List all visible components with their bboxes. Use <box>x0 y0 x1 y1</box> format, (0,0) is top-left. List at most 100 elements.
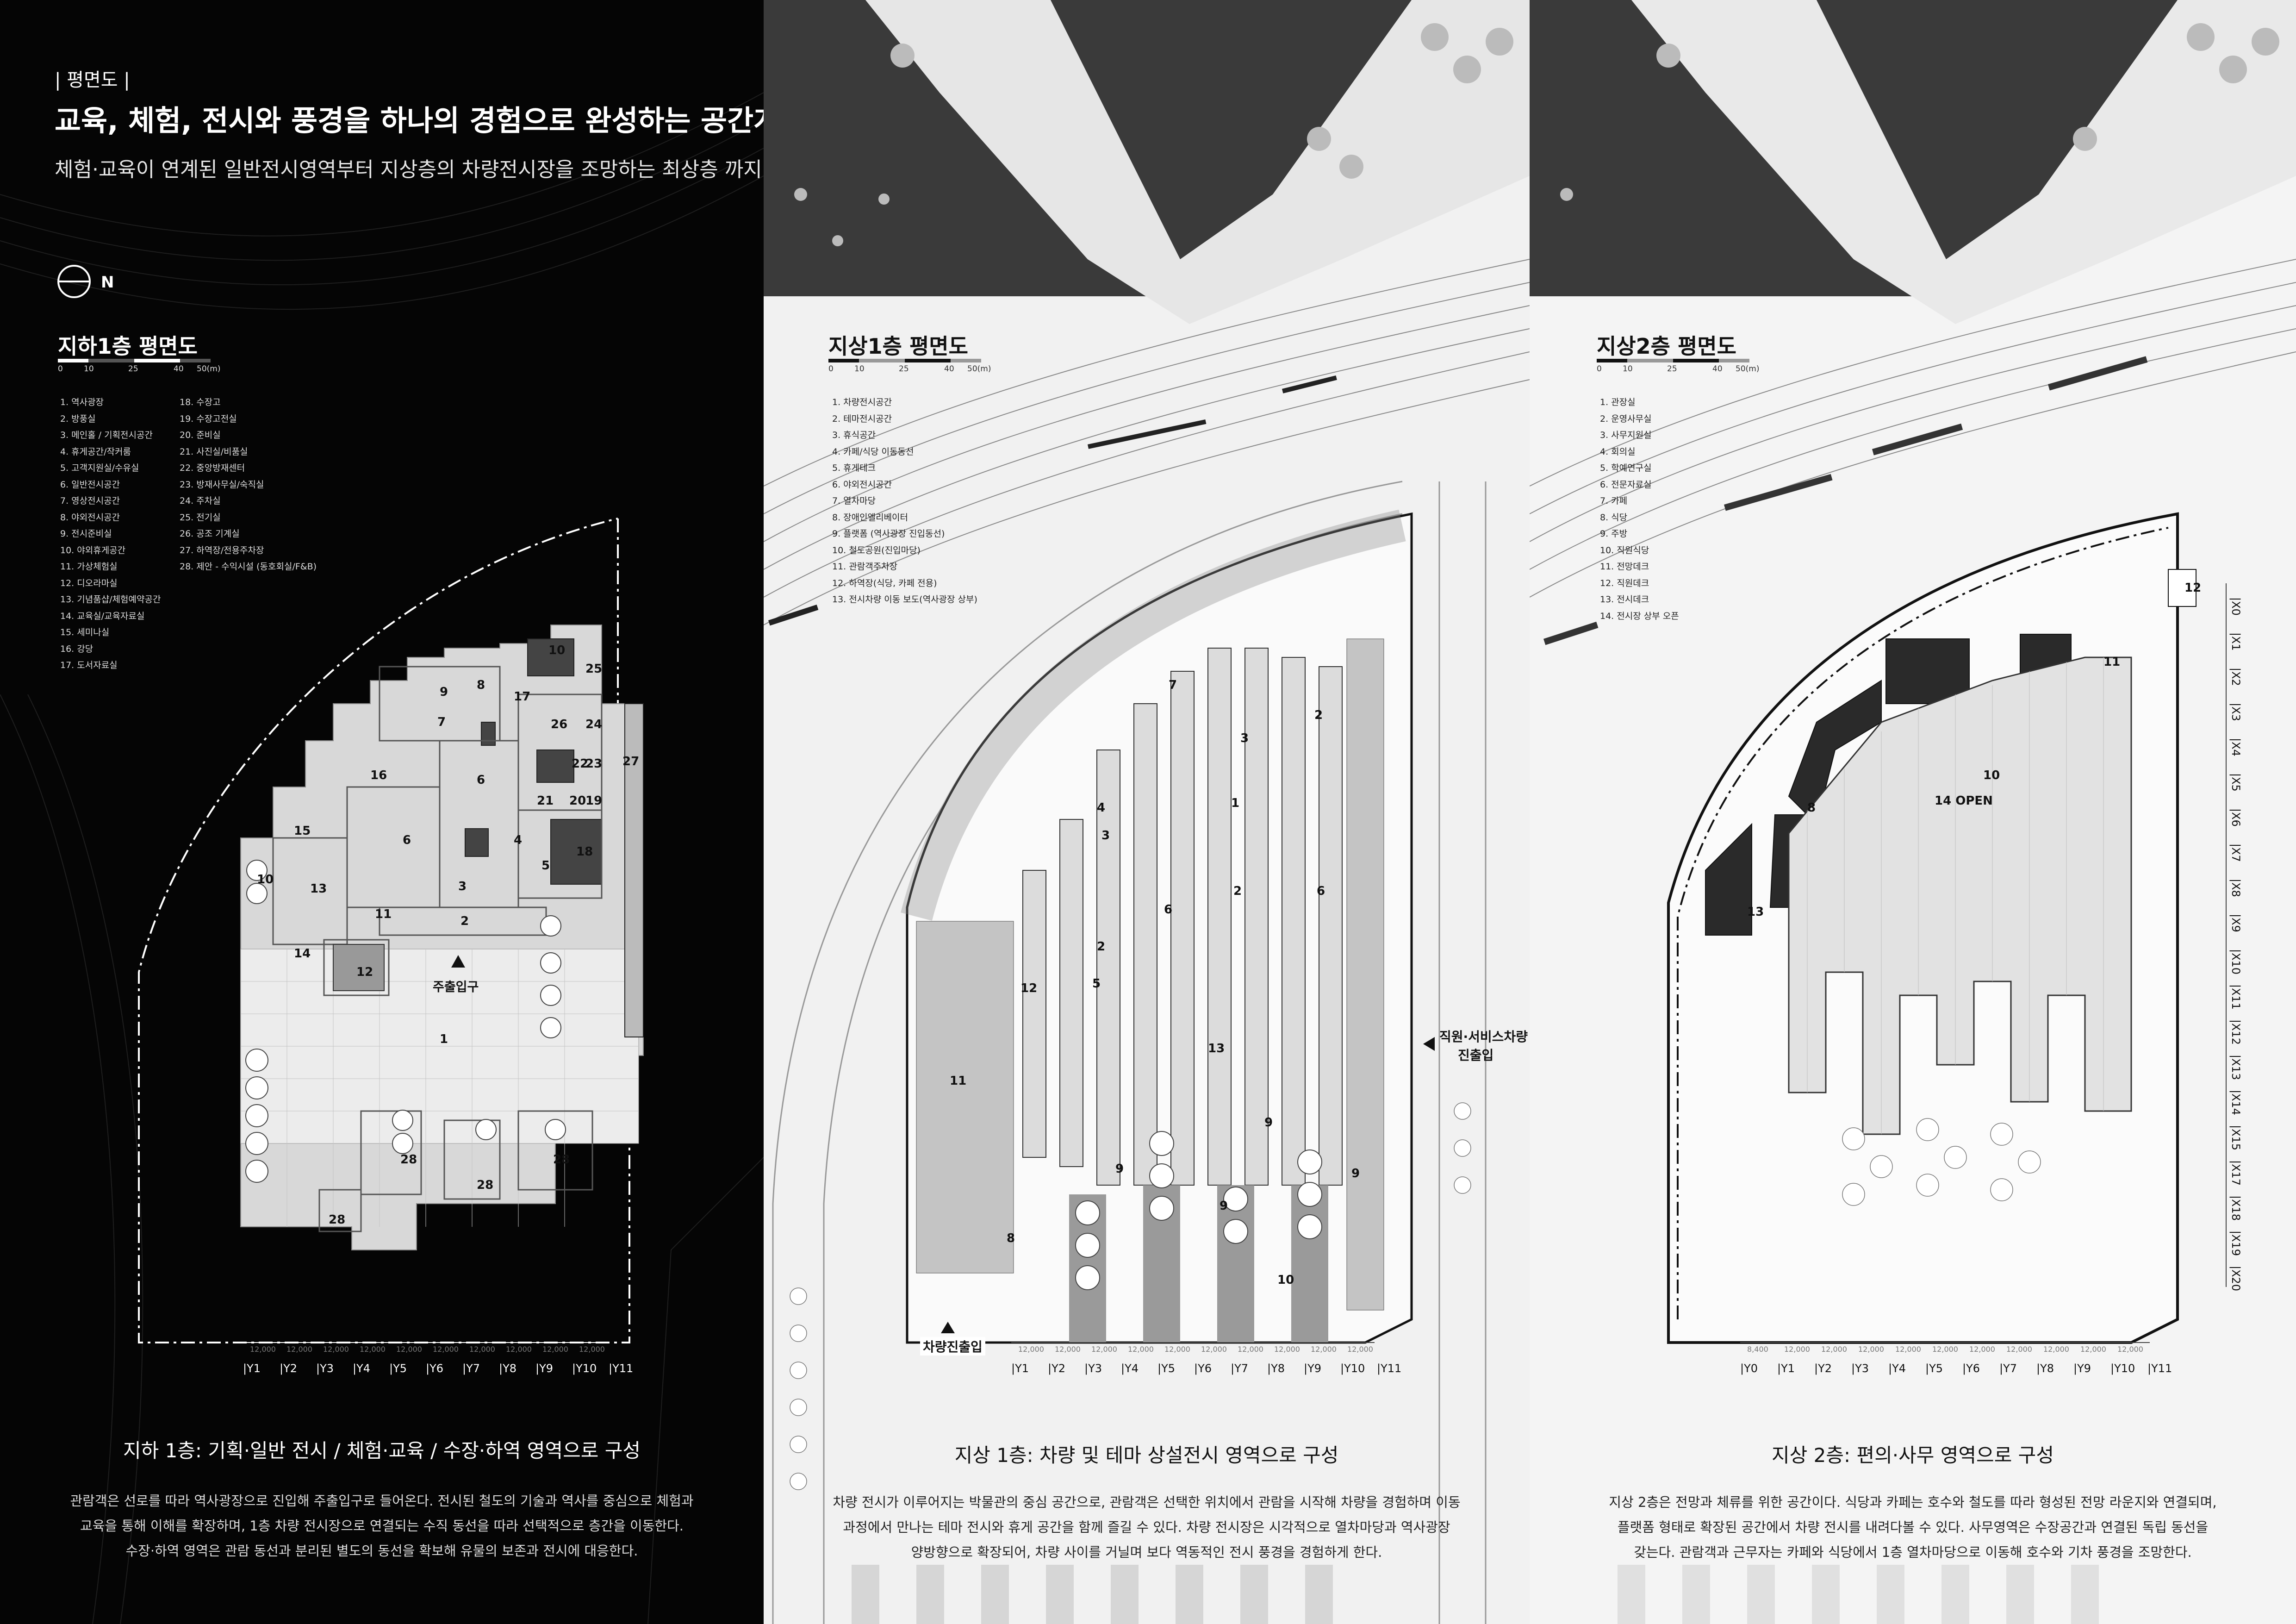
grid-axis-label: |Y0 <box>1740 1362 1758 1375</box>
legend-item: 5. 고객지원실/수유실 <box>60 463 139 473</box>
legend-item: 17. 도서자료실 <box>60 660 118 670</box>
legend-item: 11. 관람객주차장 <box>832 562 898 572</box>
grid-axis-label: |Y3 <box>1084 1362 1102 1375</box>
grid-dimension: 12,000 <box>1128 1345 1154 1354</box>
room-number-label: 1 <box>1231 796 1240 810</box>
grid-axis-label: |X14 <box>2229 1090 2242 1116</box>
room-number-label: 14 OPEN <box>1935 794 1993 808</box>
grid-dimension: 12,000 <box>1201 1345 1227 1354</box>
room-number-label: 19 <box>585 794 603 808</box>
grid-dimension: 12,000 <box>433 1345 459 1354</box>
grid-dimension: 12,000 <box>542 1345 568 1354</box>
legend-item: 13. 전시차량 이동 보도(역사광장 상부) <box>832 594 977 605</box>
legend-item: 10. 야외휴게공간 <box>60 545 126 556</box>
room-number-label: 13 <box>1208 1042 1225 1056</box>
grid-axis-label: |X5 <box>2229 773 2242 792</box>
legend-item: 20. 준비실 <box>180 430 221 440</box>
room-number-label: 8 <box>1807 801 1816 815</box>
section-tag: | 평면도 | <box>55 69 130 91</box>
legend-item: 3. 사무지원실 <box>1600 430 1652 440</box>
legend-item: 4. 휴게공간/작커룸 <box>60 446 131 457</box>
vehicle-entrance-label: 차량진출입 <box>920 1337 985 1355</box>
description-line: 갖는다. 관람객과 근무자는 카페와 식당에서 1층 열차마당으로 이동해 호수… <box>1634 1544 2192 1560</box>
legend-item: 2. 운영사무실 <box>1600 413 1652 424</box>
legend-item: 24. 주차실 <box>180 496 221 506</box>
upper-plan-title: 지상2층 평면도 <box>1597 334 1736 359</box>
grid-axis-label: |Y6 <box>1194 1362 1212 1375</box>
grid-axis-label: |X10 <box>2229 949 2242 975</box>
grid-axis-label: |Y4 <box>1888 1362 1906 1375</box>
room-number-label: 3 <box>1101 829 1110 843</box>
room-number-label: 2 <box>460 914 469 928</box>
room-number-label: 20 <box>569 794 586 808</box>
room-number-label: 8 <box>1007 1231 1015 1245</box>
grid-axis-label: |X12 <box>2229 1019 2242 1045</box>
grid-axis-label: |X8 <box>2229 879 2242 897</box>
grid-dimension: 12,000 <box>360 1345 386 1354</box>
grid-axis-label: |X19 <box>2229 1230 2242 1256</box>
room-number-label: 18 <box>576 845 593 859</box>
grid-axis-label: |X13 <box>2229 1055 2242 1081</box>
grid-dimension: 12,000 <box>2117 1345 2143 1354</box>
grid-axis-label: |Y9 <box>1304 1362 1322 1375</box>
legend-item: 7. 열차마당 <box>832 496 876 506</box>
room-number-label: 9 <box>1351 1167 1360 1181</box>
grid-dimension: 12,000 <box>1858 1345 1884 1354</box>
legend-item: 9. 플랫폼 (역사광장 진입동선) <box>832 529 945 539</box>
grid-axis-label: |Y5 <box>1925 1362 1943 1375</box>
scale-tick: 40 <box>174 364 184 374</box>
legend-item: 7. 영상전시공간 <box>60 496 120 506</box>
grid-axis-label: |Y11 <box>1377 1362 1402 1375</box>
upper-scale-bar: 0 10 25 40 50(m) <box>1597 359 1759 375</box>
scale-tick: 10 <box>84 364 94 374</box>
room-number-label: 6 <box>1164 903 1173 917</box>
grid-dimension: 12,000 <box>1347 1345 1373 1354</box>
room-number-label: 10 <box>548 643 566 657</box>
main-entrance-label: 주출입구 <box>433 980 479 994</box>
scale-tick: 40 <box>944 364 954 374</box>
page-title: 교육, 체험, 전시와 풍경을 하나의 경험으로 완성하는 공간계획 <box>55 104 764 137</box>
room-number-label: 10 <box>1277 1273 1294 1287</box>
scale-tick: 0 <box>58 364 63 374</box>
room-number-label: 6 <box>403 833 411 847</box>
service-entrance-line1: 직원·서비스차량 <box>1439 1029 1528 1044</box>
scale-tick: 10 <box>854 364 865 374</box>
room-number-label: 3 <box>458 880 467 893</box>
grid-axis-label: |X9 <box>2229 914 2242 932</box>
grid-axis-label: |Y10 <box>1340 1362 1365 1375</box>
grid-axis-label: |X4 <box>2229 738 2242 756</box>
grid-dimension: 12,000 <box>286 1345 312 1354</box>
basement-plan-title: 지하1층 평면도 <box>58 334 198 359</box>
legend-item: 5. 휴게테크 <box>832 463 876 473</box>
room-number-label: 5 <box>1092 977 1101 991</box>
scale-tick: 50(m) <box>1736 364 1760 374</box>
grid-axis-label: |Y5 <box>1157 1362 1176 1375</box>
room-number-label: 27 <box>622 755 640 768</box>
description-line: 양방향으로 확장되어, 차량 사이를 거닐며 보다 역동적인 전시 풍경을 경험… <box>911 1544 1382 1560</box>
legend-item: 11. 가상체험실 <box>60 562 118 572</box>
legend-item: 22. 중앙방재센터 <box>180 463 245 473</box>
legend-item: 9. 전시준비실 <box>60 529 112 539</box>
grid-axis-label: |Y8 <box>2036 1362 2054 1375</box>
room-number-label: 12 <box>2184 581 2202 595</box>
scale-tick: 50(m) <box>967 364 991 374</box>
room-number-label: 7 <box>1169 678 1177 692</box>
upper-description: 지상 2층은 전망과 체류를 위한 공간이다. 식당과 카페는 호수와 철도를 … <box>1530 1490 2296 1565</box>
grid-dimension: 12,000 <box>1784 1345 1810 1354</box>
legend-item: 12. 디오라마실 <box>60 578 118 588</box>
legend-item: 8. 식당 <box>1600 512 1628 523</box>
description-line: 지상 2층은 전망과 체류를 위한 공간이다. 식당과 카페는 호수와 철도를 … <box>1609 1494 2217 1510</box>
legend-item: 4. 회의실 <box>1600 446 1636 457</box>
room-number-label: 25 <box>585 662 603 676</box>
legend-item: 16. 강당 <box>60 643 93 654</box>
scale-tick: 0 <box>1597 364 1602 374</box>
legend-item: 14. 전시장 상부 오픈 <box>1600 611 1679 621</box>
legend-item: 10. 철도공원(진입마당) <box>832 545 921 556</box>
grid-axis-label: |Y8 <box>1267 1362 1285 1375</box>
grid-axis-label: |X7 <box>2229 843 2242 862</box>
scale-tick: 0 <box>828 364 834 374</box>
grid-axis-label: |Y11 <box>609 1362 634 1375</box>
room-number-label: 10 <box>1983 768 2000 782</box>
grid-axis-label: |X17 <box>2229 1160 2242 1186</box>
